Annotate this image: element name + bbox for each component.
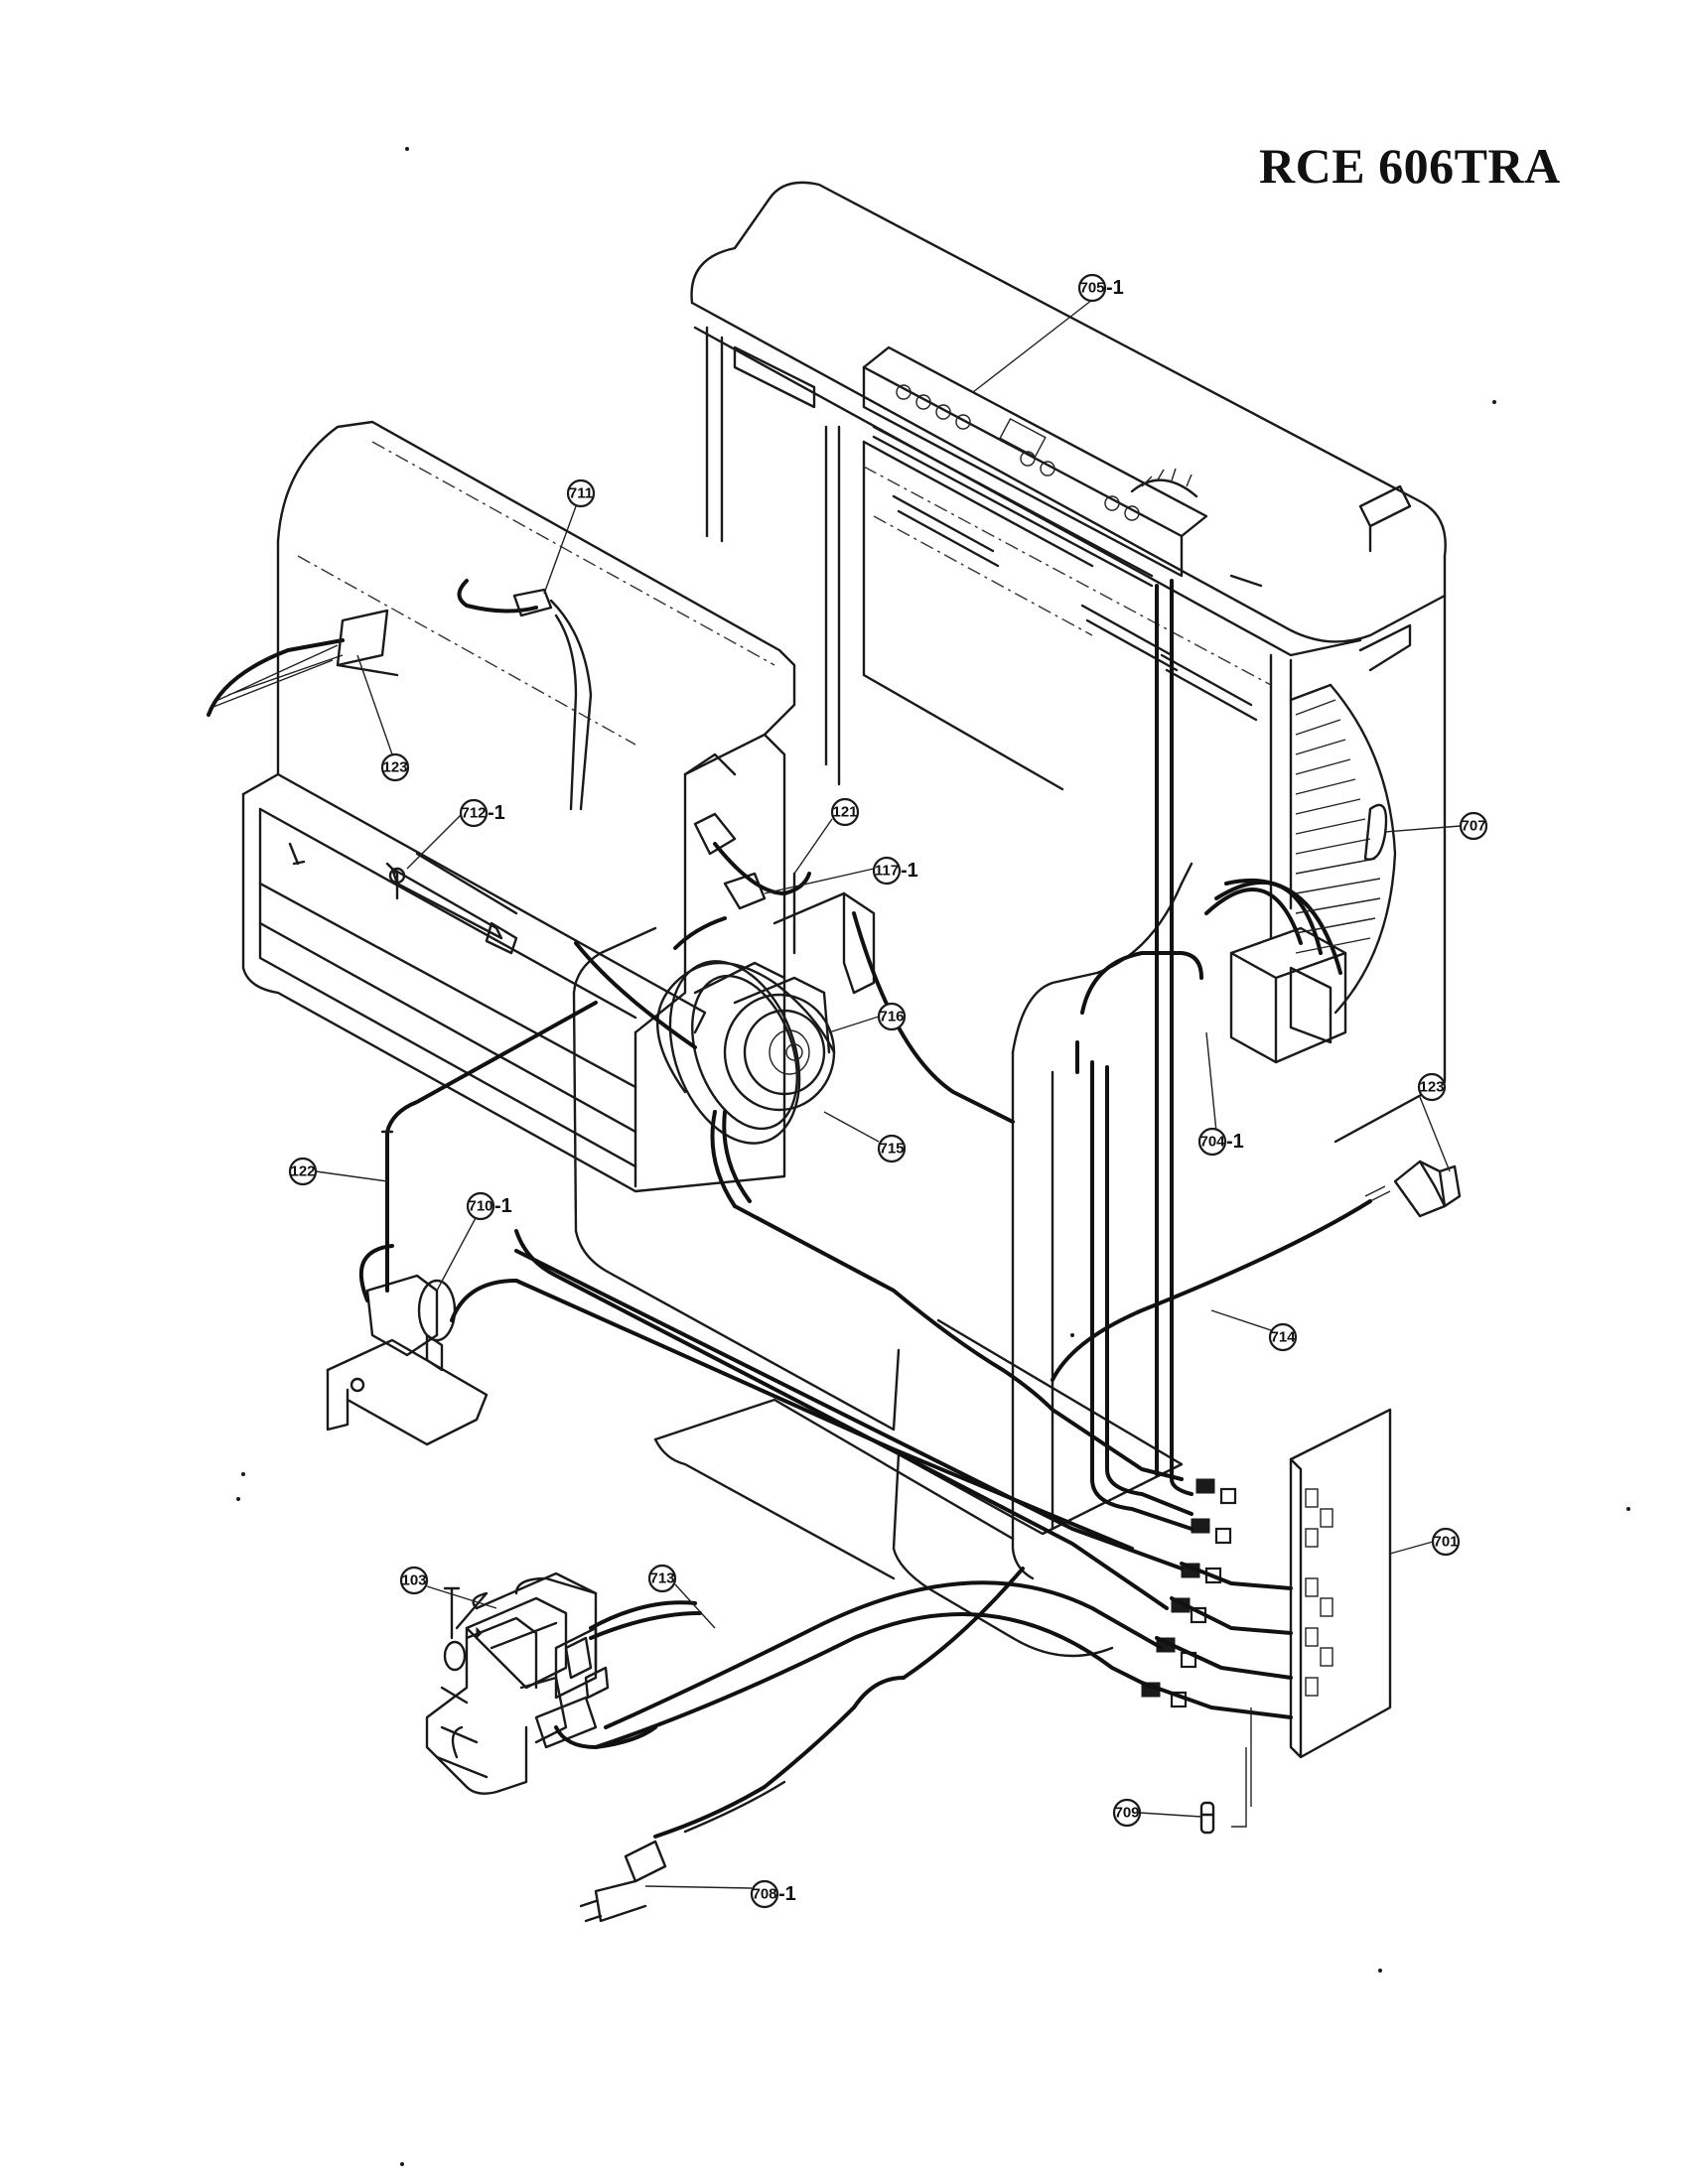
callout-712-1: 712 -1 [459,798,505,828]
callout-704-number: 704 [1199,1134,1225,1151]
igniter-sensor-assembly [673,812,876,995]
callout-103: 103 [399,1566,429,1595]
gas-valve [425,1571,702,1795]
thermistor [388,867,518,955]
filter-bracket [207,609,399,717]
callout-122-number: 122 [290,1163,315,1180]
callout-710-1: 710 -1 [466,1191,512,1221]
callout-705-1: 705 -1 [1077,273,1124,303]
callout-713: 713 [647,1564,677,1593]
callout-123-right: 123 [1417,1072,1447,1102]
callout-117-number: 117 [875,863,899,880]
callout-708-suffix: -1 [778,1883,796,1905]
callout-704-1: 704 -1 [1197,1127,1244,1157]
callout-121: 121 [830,797,860,827]
igniter [326,1244,518,1446]
diagram-title: RCE 606TRA [1259,138,1561,194]
flame-sensor [457,579,593,811]
connector-plug [1364,1160,1462,1218]
callout-711-number: 711 [569,485,593,502]
callout-122: 122 [288,1157,318,1186]
callout-710-number: 710 [468,1198,492,1215]
callout-708-number: 708 [752,1886,776,1903]
callout-713-number: 713 [649,1570,674,1587]
callout-709: 709 [1112,1798,1142,1828]
callout-704-suffix: -1 [1226,1131,1244,1153]
leader-lines [315,299,1462,1889]
wire-harness [380,579,1372,1749]
front-cabinet [241,420,796,1193]
control-panel [862,345,1208,588]
base-frame [572,862,1193,1658]
callout-123-left-number: 123 [382,759,407,776]
callout-715: 715 [877,1134,907,1163]
callout-123-right-number: 123 [1419,1079,1444,1096]
callout-705-number: 705 [1079,280,1104,297]
callout-709-number: 709 [1114,1805,1139,1822]
callout-714-number: 714 [1270,1329,1296,1346]
side-grille [1289,484,1412,1015]
scan-specks [236,147,1630,2166]
callout-123-left: 123 [380,752,410,782]
rear-cabinet [690,181,1447,1144]
callout-701: 701 [1431,1527,1461,1557]
callout-707: 707 [1459,811,1488,841]
callout-705-suffix: -1 [1106,277,1124,299]
callout-714: 714 [1268,1322,1298,1352]
callout-121-number: 121 [832,804,857,821]
callout-708-1: 708 -1 [750,1879,796,1909]
callout-716: 716 [877,1002,907,1031]
callout-701-number: 701 [1433,1534,1458,1551]
callout-117-1: 117 -1 [872,856,918,886]
fan-motor [656,960,836,1208]
callout-715-number: 715 [879,1141,904,1158]
callout-103-number: 103 [401,1572,426,1589]
callout-716-number: 716 [879,1009,904,1025]
callout-710-suffix: -1 [494,1195,512,1217]
fuse [1199,1801,1215,1835]
callout-712-number: 712 [461,805,486,822]
transformer [1204,878,1347,1064]
callout-712-suffix: -1 [488,802,505,824]
callout-707-number: 707 [1461,818,1485,835]
callout-117-suffix: -1 [901,860,918,882]
callout-711: 711 [566,478,596,508]
